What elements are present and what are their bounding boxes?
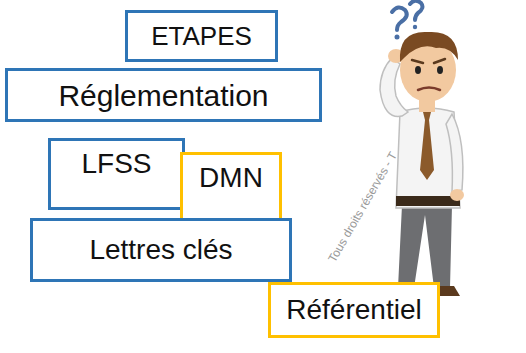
text-box: Réglementation	[5, 68, 322, 122]
box-label: ETAPES	[151, 22, 252, 51]
hair	[400, 32, 458, 62]
text-box: DMN	[180, 152, 282, 226]
box-label: Référentiel	[286, 295, 421, 326]
box-label: LFSS	[81, 149, 151, 180]
question-marks	[392, 1, 422, 30]
text-box: Référentiel	[268, 282, 440, 338]
text-box: Lettres clés	[30, 218, 292, 282]
tie	[420, 112, 434, 180]
text-box: LFSS	[48, 138, 185, 210]
watermark: Tous droits réservés - T	[325, 149, 400, 264]
box-label: Lettres clés	[89, 235, 232, 266]
trousers	[398, 205, 452, 288]
box-label: DMN	[199, 163, 263, 194]
text-box: ETAPES	[125, 10, 278, 62]
box-label: Réglementation	[58, 79, 268, 112]
